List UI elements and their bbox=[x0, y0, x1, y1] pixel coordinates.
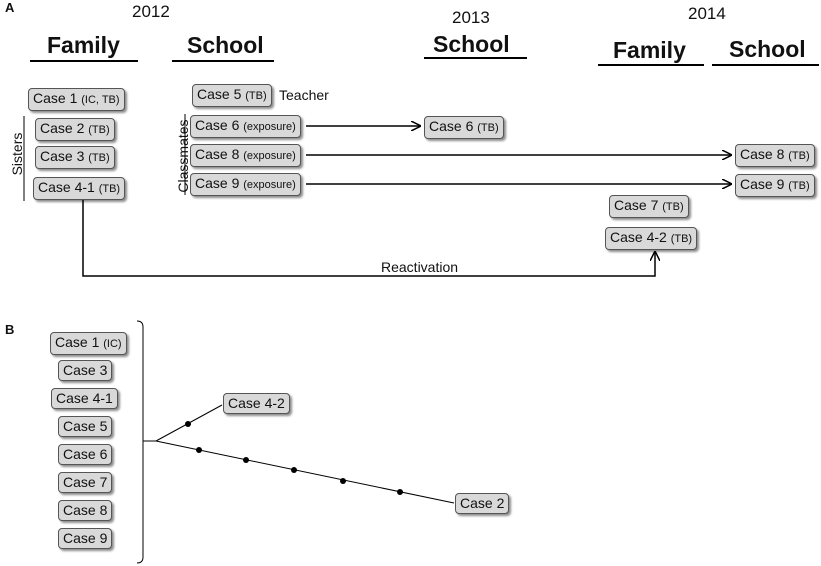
case-6-exposure-node: Case 6 (exposure) bbox=[190, 115, 301, 138]
case-3-node: Case 3 (TB) bbox=[35, 146, 115, 169]
case-name: Case 2 bbox=[40, 120, 85, 136]
case-4-1-node: Case 4-1 (TB) bbox=[33, 177, 126, 200]
case-name: Case 6 bbox=[63, 446, 108, 462]
case-9-tb-node: Case 9 (TB) bbox=[735, 174, 815, 197]
header-school-2014: School bbox=[729, 36, 806, 62]
case-name: Case 9 bbox=[195, 175, 240, 191]
case-6-tb-node: Case 6 (TB) bbox=[424, 116, 504, 139]
panel-a-letter: A bbox=[5, 0, 15, 15]
snp-dot bbox=[397, 489, 403, 495]
case-name: Case 6 bbox=[195, 117, 240, 133]
case-tag: (exposure) bbox=[243, 179, 296, 191]
case-name: Case 7 bbox=[614, 197, 659, 213]
case-1-node: Case 1 (IC, TB) bbox=[28, 88, 125, 111]
case-2-node: Case 2 (TB) bbox=[35, 118, 115, 141]
case-tag: (TB) bbox=[477, 122, 499, 134]
case-8-tb-node: Case 8 (TB) bbox=[735, 144, 815, 167]
case-tag: (TB) bbox=[245, 90, 267, 102]
header-family-2014: Family bbox=[613, 37, 686, 63]
case-name: Case 2 bbox=[460, 495, 505, 511]
case-name: Case 3 bbox=[40, 148, 85, 164]
header-underline bbox=[30, 60, 138, 62]
header-family-2012: Family bbox=[47, 32, 120, 58]
snp-dot bbox=[291, 467, 297, 473]
case-name: Case 4-2 bbox=[228, 395, 285, 411]
year-2014: 2014 bbox=[688, 4, 726, 23]
header-school-2012: School bbox=[187, 32, 264, 58]
case-tag: (TB) bbox=[98, 183, 121, 195]
case-name: Case 8 bbox=[63, 502, 108, 518]
case-tag: (IC) bbox=[103, 338, 122, 350]
case-name: Case 4-1 bbox=[56, 390, 113, 406]
case-tag: (TB) bbox=[788, 180, 810, 192]
case-tag: (exposure) bbox=[243, 121, 296, 133]
case-4-2-node: Case 4-2 (TB) bbox=[605, 227, 698, 250]
case-tag: (TB) bbox=[88, 124, 110, 136]
snp-dot bbox=[196, 447, 202, 453]
tree-case-1: Case 1 (IC) bbox=[50, 332, 127, 355]
case-name: Case 7 bbox=[63, 474, 108, 490]
tree-case-7: Case 7 bbox=[58, 472, 113, 493]
branch-to-case-2 bbox=[155, 440, 455, 504]
case-tag: (TB) bbox=[662, 201, 684, 213]
teacher-label: Teacher bbox=[279, 87, 329, 103]
case-5-node: Case 5 (TB) bbox=[192, 84, 272, 107]
case-name: Case 6 bbox=[429, 118, 474, 134]
snp-dot bbox=[340, 478, 346, 484]
tree-case-9: Case 9 bbox=[58, 528, 113, 549]
case-name: Case 5 bbox=[63, 418, 108, 434]
case-name: Case 8 bbox=[740, 146, 785, 162]
reactivation-label: Reactivation bbox=[381, 259, 459, 275]
case-name: Case 9 bbox=[63, 530, 108, 546]
case-name: Case 3 bbox=[63, 362, 108, 378]
case-7-node: Case 7 (TB) bbox=[609, 195, 689, 218]
case-tag: (TB) bbox=[670, 233, 693, 245]
year-2012: 2012 bbox=[132, 2, 170, 21]
case-name: Case 5 bbox=[197, 86, 242, 102]
reactivation-arrow bbox=[82, 200, 655, 277]
panel-b-letter: B bbox=[5, 322, 15, 337]
tree-bracket bbox=[136, 320, 144, 564]
case-name: Case 1 bbox=[55, 334, 100, 350]
case-tag: (IC, TB) bbox=[81, 94, 120, 106]
header-school-2013: School bbox=[433, 31, 510, 57]
case-name: Case 4-1 bbox=[38, 179, 95, 195]
tree-case-5: Case 5 bbox=[58, 416, 113, 437]
header-underline bbox=[172, 60, 274, 62]
tree-case-2: Case 2 bbox=[455, 493, 510, 514]
case-9-exposure-node: Case 9 (exposure) bbox=[190, 173, 301, 196]
tree-case-8: Case 8 bbox=[58, 500, 113, 521]
header-underline bbox=[712, 64, 819, 66]
case-8-exposure-node: Case 8 (exposure) bbox=[190, 144, 301, 167]
case-tag: (exposure) bbox=[243, 150, 296, 162]
tree-case-4-1: Case 4-1 bbox=[51, 388, 118, 409]
tree-case-6: Case 6 bbox=[58, 444, 113, 465]
snp-dot bbox=[185, 421, 191, 427]
header-underline bbox=[598, 64, 704, 66]
case-tag: (TB) bbox=[788, 150, 810, 162]
case-name: Case 8 bbox=[195, 146, 240, 162]
snp-dot bbox=[243, 457, 249, 463]
case-tag: (TB) bbox=[88, 152, 110, 164]
case-name: Case 1 bbox=[33, 90, 78, 106]
year-2013: 2013 bbox=[452, 8, 490, 27]
case-name: Case 4-2 bbox=[610, 229, 667, 245]
tree-case-3: Case 3 bbox=[58, 360, 113, 381]
case-name: Case 9 bbox=[740, 176, 785, 192]
header-underline bbox=[424, 57, 527, 59]
tree-case-4-2: Case 4-2 bbox=[223, 393, 290, 414]
